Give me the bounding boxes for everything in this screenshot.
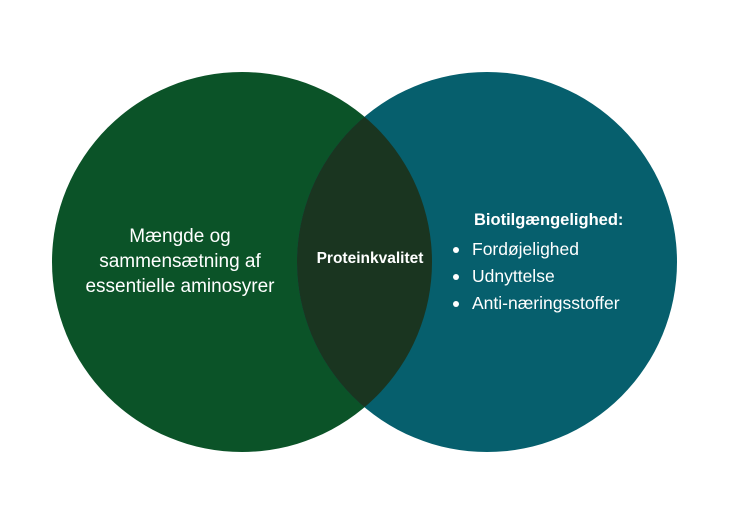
list-item-label: Fordøjelighed xyxy=(472,239,579,259)
list-item: Anti-næringsstoffer xyxy=(450,290,670,317)
right-circle-label: Biotilgængelighed: Fordøjelighed Udnytte… xyxy=(450,209,670,317)
right-list: Fordøjelighed Udnyttelse Anti-næringssto… xyxy=(450,236,670,317)
list-item-label: Anti-næringsstoffer xyxy=(472,293,620,313)
overlap-label: Proteinkvalitet xyxy=(316,250,424,267)
left-label-line-1: Mængde og xyxy=(129,226,231,247)
list-item-label: Udnyttelse xyxy=(472,266,555,286)
left-circle-label: Mængde og sammensætning af essentielle a… xyxy=(80,224,280,299)
list-item: Udnyttelse xyxy=(450,263,670,290)
list-item: Fordøjelighed xyxy=(450,236,670,263)
bullet-icon xyxy=(453,247,459,253)
left-label-line-2: sammensætning af xyxy=(99,251,261,272)
right-title: Biotilgængelighed: xyxy=(474,211,624,229)
bullet-icon xyxy=(453,301,459,307)
left-label-line-3: essentielle aminosyrer xyxy=(85,276,275,297)
overlap-region xyxy=(297,72,432,452)
bullet-icon xyxy=(453,274,459,280)
